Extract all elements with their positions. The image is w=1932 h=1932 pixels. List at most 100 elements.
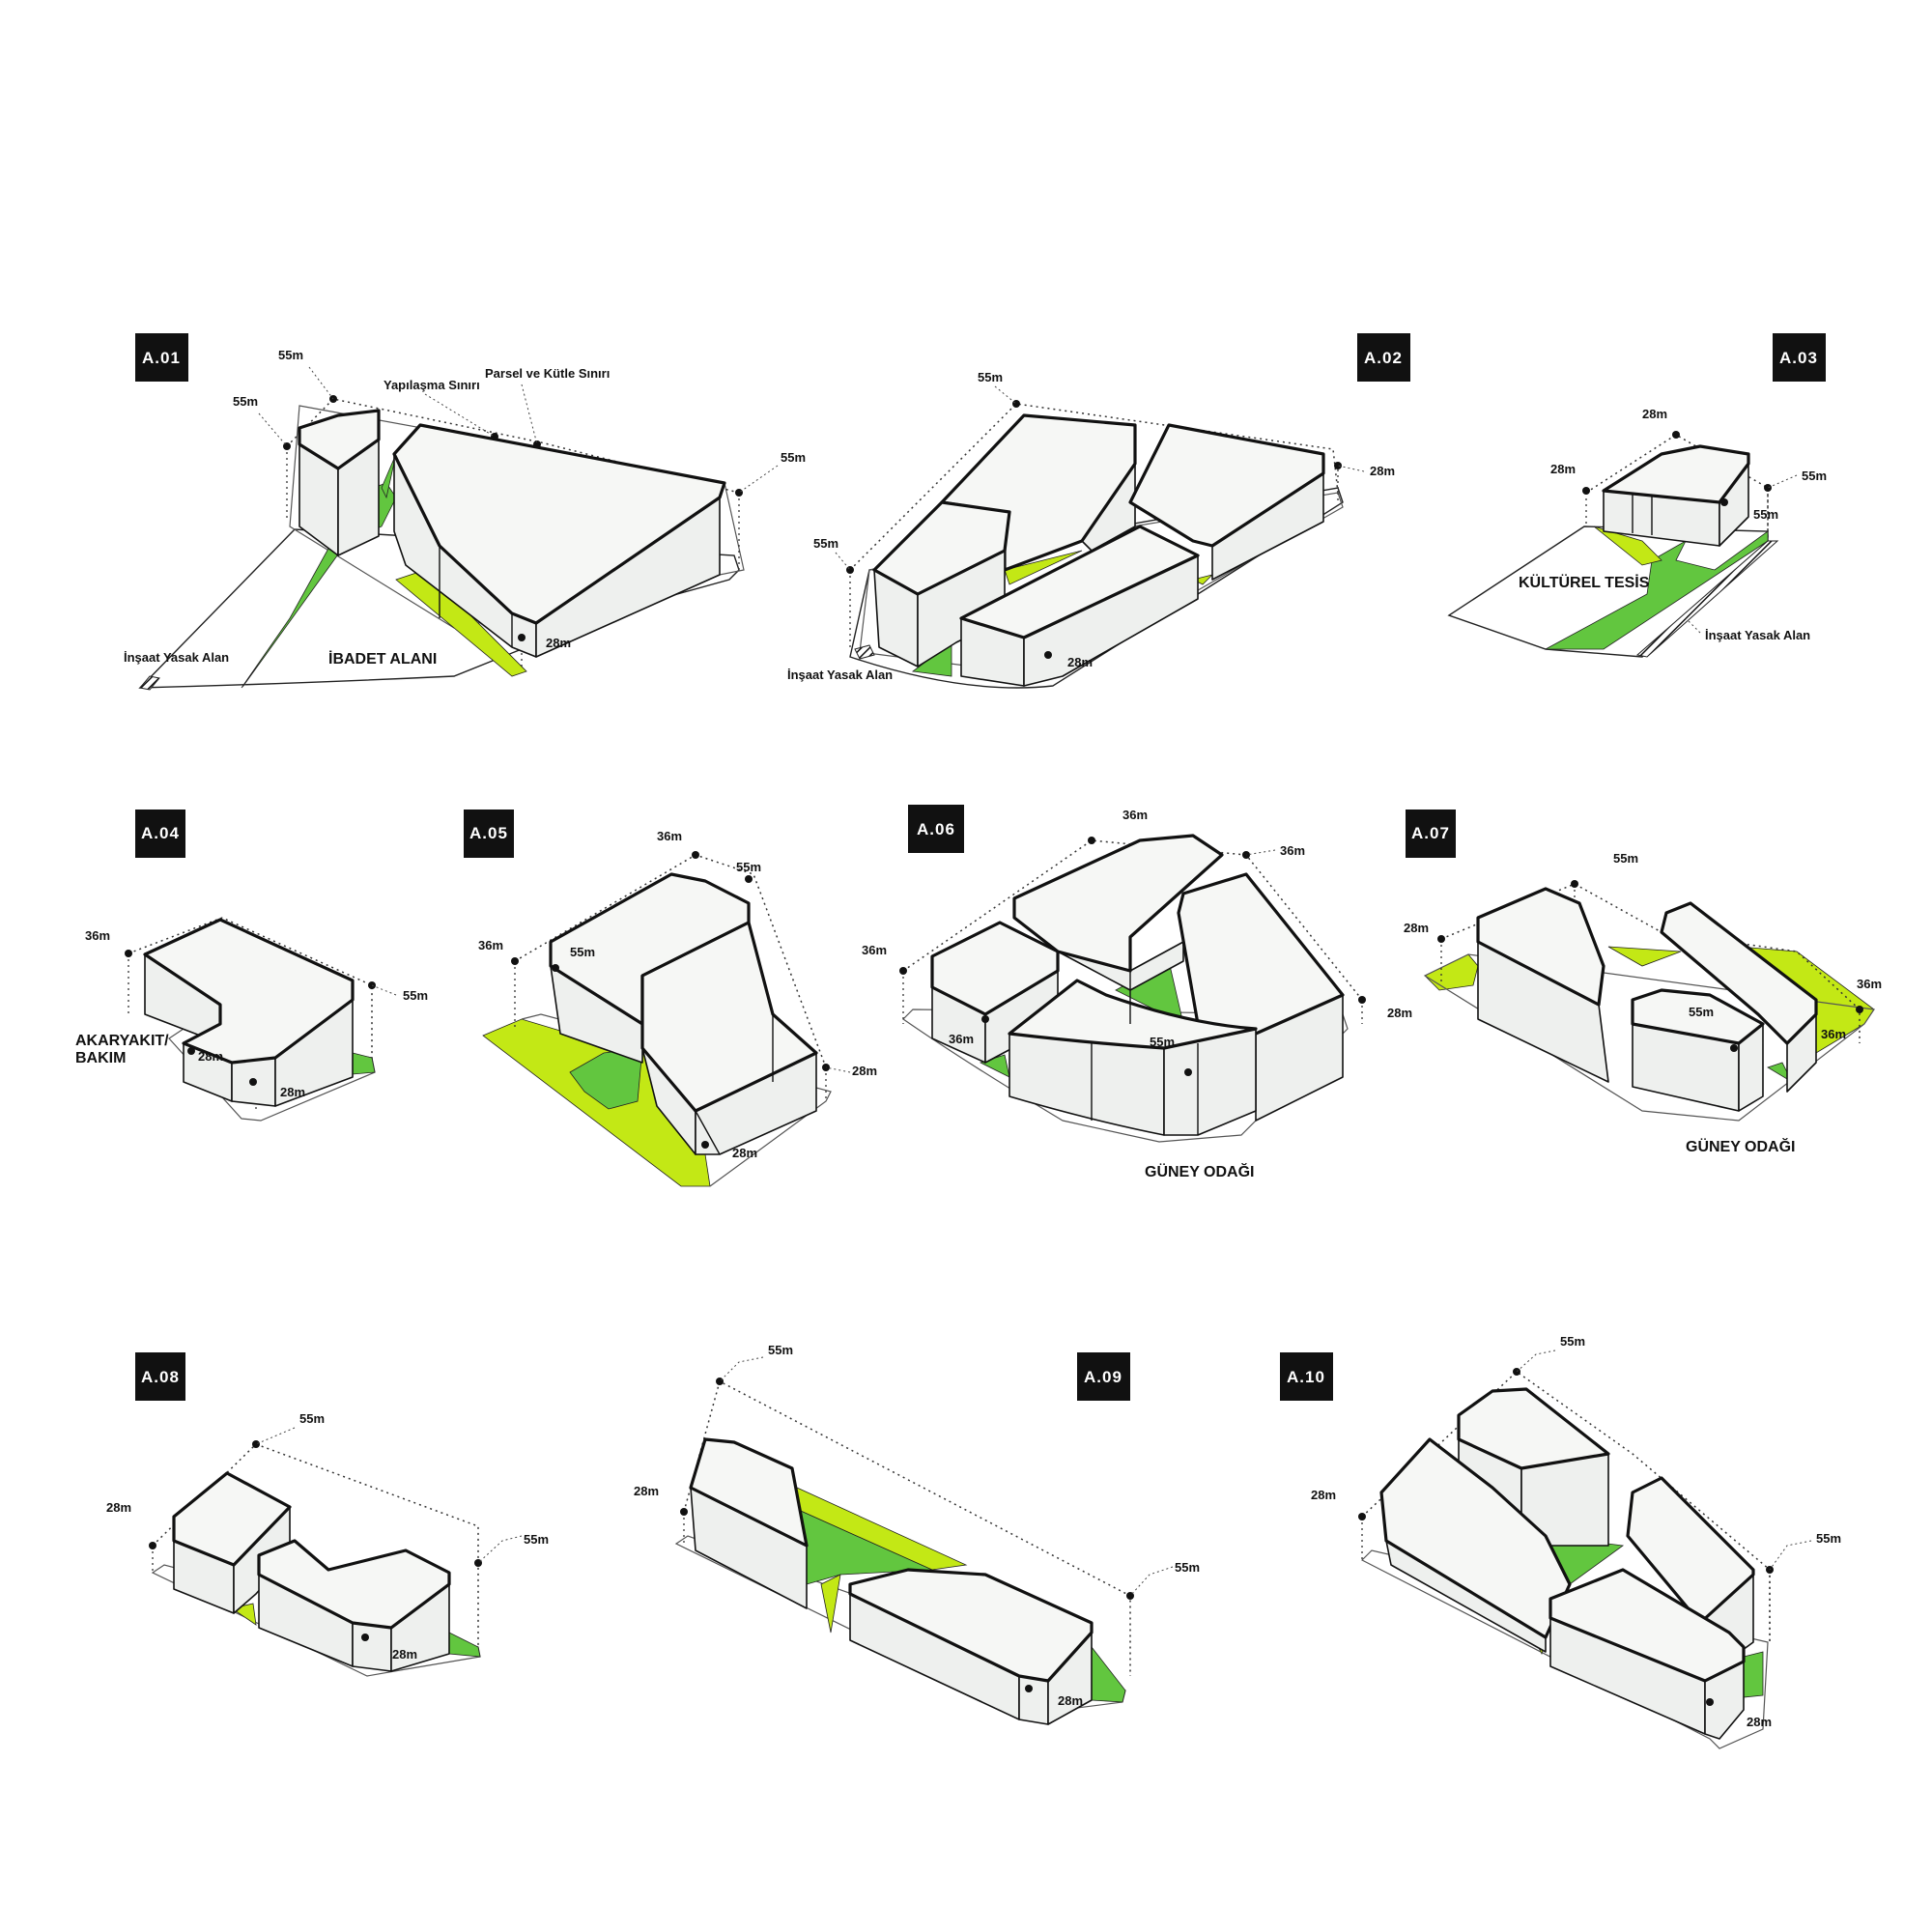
tag-a06-label: A.06 [917,820,955,838]
label-a07-h3: 36m [1857,977,1882,991]
label-a10-h1: 55m [1560,1334,1585,1349]
label-a01-zone: İBADET ALANI [328,650,437,668]
mass-a09-left-roof [689,1437,809,1548]
dot-a03-2 [1582,487,1590,495]
label-a05-h2: 55m [736,860,761,874]
green-ground-a05 [569,1047,643,1110]
diagram-a06: A.06 36m 36m 36m 28m 36m 55m GÜN [862,805,1412,1180]
label-a09-h1: 55m [768,1343,793,1357]
dot-a03-3 [1764,484,1772,492]
label-a06-h1: 36m [1122,808,1148,822]
mass-a07-rightback-roof [1660,901,1818,1045]
label-a02-h1: 55m [978,370,1003,384]
height-envelope-a07 [1440,883,1861,1043]
label-a03-no-build: İnşaat Yasak Alan [1705,628,1810,642]
dot-a05-2 [745,875,753,883]
dot-a07-4 [1730,1044,1738,1052]
lime-a02-1 [1004,550,1083,585]
diagram-a10: A.10 55m 28m 55m 28m [1280,1334,1841,1749]
dot-a01-5 [735,489,743,497]
dot-a02-4 [1044,651,1052,659]
mass-a06-front-front [1009,1033,1165,1136]
dot-a07-2 [1437,935,1445,943]
no-build-hatch-a02 [854,644,875,660]
mass-a09-right-front2 [1018,1675,1049,1725]
dot-a08-2 [149,1542,156,1549]
height-envelope-a06 [902,839,1363,1001]
diagram-a08: A.08 55m 28m 55m 28m [106,1352,549,1677]
label-a03-h4: 55m [1753,507,1778,522]
mass-a10-front-roof [1548,1568,1746,1683]
vertical-guide-a10 [1361,1517,1771,1642]
label-a06-h6: 55m [1150,1035,1175,1049]
dot-a06-4 [1358,996,1366,1004]
green-a10-2 [1743,1651,1764,1698]
dot-a05-1 [692,851,699,859]
label-a04-zone-line2: BAKIM [75,1050,126,1066]
mass-a06-front-roof [1008,979,1258,1050]
leader-a09 [719,1356,1174,1597]
mass-a02-backright-roof [1128,423,1325,548]
tag-a06: A.06 [908,805,964,853]
label-a01-h1: 55m [278,348,303,362]
label-a04-h1: 36m [85,928,110,943]
label-a07-zone: GÜNEY ODAĞI [1686,1137,1796,1155]
mass-a02-frontleft-roof [872,500,1011,596]
leader-a10 [1516,1350,1812,1571]
label-a07-h4: 36m [1821,1027,1846,1041]
tag-a09: A.09 [1077,1352,1130,1401]
no-build-hatch-a01 [139,675,160,691]
dot-a01-4 [533,440,541,448]
diagram-a07: A.07 55m 28m 36m 36m 55m GÜNEY ODAĞI [1404,810,1882,1155]
leader-a02 [835,385,1365,571]
label-a08-h2: 28m [106,1500,131,1515]
label-a08-h4: 28m [392,1647,417,1662]
label-a10-h2: 28m [1311,1488,1336,1502]
dot-a09-2 [680,1508,688,1516]
label-a02-h3: 55m [813,536,838,551]
tag-a04-label: A.04 [141,824,180,842]
dot-a10-2 [1358,1513,1366,1520]
label-a03-h1: 28m [1642,407,1667,421]
tag-a02: A.02 [1357,333,1410,382]
dot-a06-6 [1184,1068,1192,1076]
leader-a01 [258,366,779,494]
lime-a09-2 [820,1574,841,1634]
dot-a07-3 [1856,1006,1863,1013]
tag-a05: A.05 [464,810,514,858]
label-a05-h4: 55m [570,945,595,959]
mass-a08-left-roof [172,1471,292,1567]
height-envelope-a04 [128,917,373,1063]
vertical-guide-a06 [902,971,1363,1024]
dot-a04-3 [187,1047,195,1055]
dot-a04-1 [125,950,132,957]
leader-a06 [1245,849,1276,856]
dot-a08-1 [252,1440,260,1448]
dot-a01-6 [518,634,526,641]
label-a01-parcel-limit: Parsel ve Kütle Sınırı [485,366,610,381]
tag-a07-label: A.07 [1411,824,1450,842]
label-a05-h6: 28m [732,1146,757,1160]
diagram-a05: A.05 36m 55m 36m 55m 28m 28m [464,810,877,1187]
tag-a09-label: A.09 [1084,1368,1122,1386]
mass-a04-roof [143,918,355,1065]
mass-a07-left-roof [1476,887,1605,1007]
height-envelope-a09 [683,1379,1131,1676]
dot-a03-4 [1720,498,1728,506]
dot-a06-3 [899,967,907,975]
diagram-a04: A.04 36m 55m 28m 28m AKARYAKIT/ BAKIM [75,810,428,1122]
label-a07-h1: 55m [1613,851,1638,866]
dot-a08-4 [361,1634,369,1641]
mass-a06-edges [1091,971,1199,1135]
diagram-a09: A.09 55m 28m 55m 28m [634,1343,1200,1725]
diagram-a03: A.03 28m 28m 55m 55m KÜLTÜREL TESİS İnşa… [1447,333,1827,658]
dot-a09-1 [716,1378,724,1385]
tag-a03: A.03 [1773,333,1826,382]
dot-a06-1 [1088,837,1095,844]
label-a02-h2: 28m [1370,464,1395,478]
label-a01-build-limit: Yapılaşma Sınırı [384,378,480,392]
diagram-a02: A.02 55m 28m 55m 28m İnşaat Yasak Alan [787,333,1410,689]
tag-a07: A.07 [1406,810,1456,858]
label-a03-zone: KÜLTÜREL TESİS [1519,573,1650,591]
